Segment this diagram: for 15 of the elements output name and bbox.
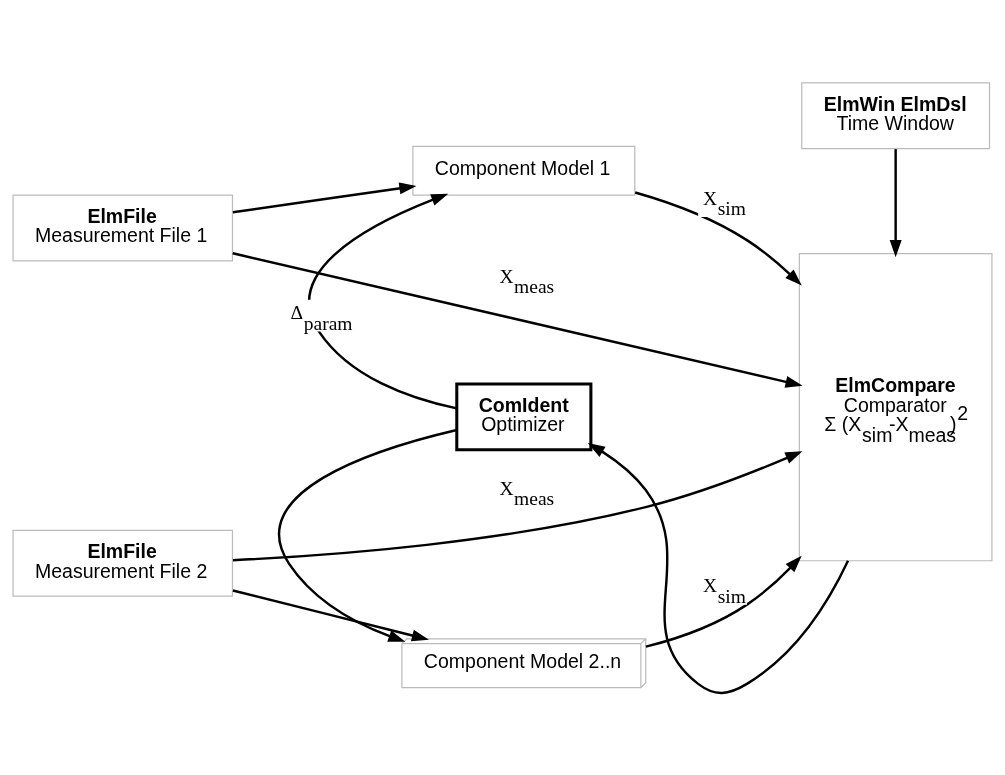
node-box: Component Model 1 [412, 145, 636, 196]
arrow [232, 588, 429, 641]
node-box: ComIdent Optimizer [455, 381, 593, 451]
arrow [308, 193, 457, 410]
arrow [232, 251, 803, 388]
node-box: ElmWin ElmDsl Time Window [801, 81, 991, 149]
arrow [278, 428, 458, 642]
arrow [645, 555, 802, 648]
arrow [232, 181, 417, 213]
arrow [889, 148, 902, 257]
node-box: ElmFile Measurement File 1 [12, 193, 234, 261]
arrow [232, 450, 803, 561]
arrow [587, 442, 850, 694]
node-box: ElmFile Measurement File 2 [12, 529, 234, 597]
arrow [634, 190, 802, 286]
